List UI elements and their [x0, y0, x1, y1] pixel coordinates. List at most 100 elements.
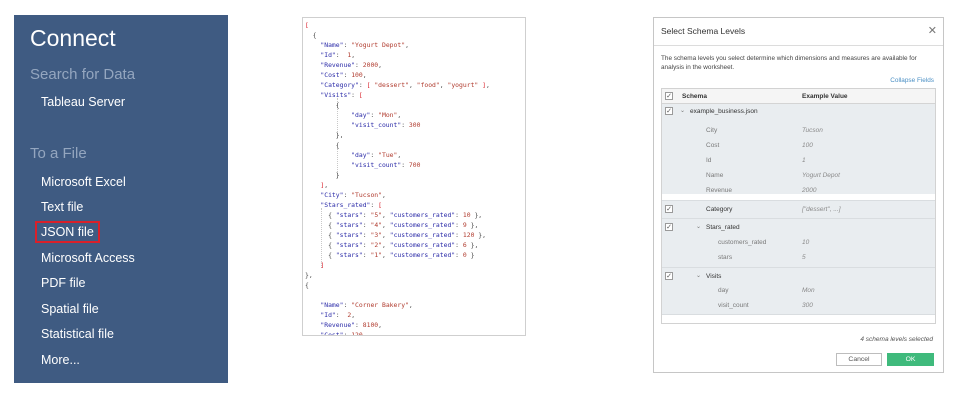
schema-row-stars-rated[interactable]: ✓ ⌄ Stars_rated [662, 219, 935, 267]
code-line: { "stars": "2", "customers_rated": 6 }, [328, 241, 479, 249]
cancel-button[interactable]: Cancel [836, 353, 882, 366]
field-name: City [706, 127, 718, 134]
group-divider [662, 218, 935, 219]
tableau-server-link[interactable]: Tableau Server [41, 95, 126, 109]
spatial-file-link[interactable]: Spatial file [41, 302, 99, 316]
dialog-title: Select Schema Levels [661, 26, 746, 36]
field-example: 100 [802, 142, 813, 149]
search-for-data-heading: Search for Data [30, 66, 136, 83]
field-row-customers-rated: customers_rated 10 [662, 235, 935, 250]
schema-column-header: Schema [682, 93, 707, 100]
field-row-stars: stars 5 [662, 250, 935, 265]
code-line: ], [320, 181, 329, 189]
collapse-fields-link[interactable]: Collapse Fields [890, 77, 934, 84]
group-divider [662, 267, 935, 268]
to-a-file-heading: To a File [30, 145, 87, 162]
code-line: { [335, 141, 340, 149]
schema-row-visits[interactable]: ✓ ⌄ Visits [662, 268, 935, 314]
code-line: { [335, 101, 340, 109]
code-line: "visit_count": 700 [351, 161, 421, 169]
microsoft-access-link[interactable]: Microsoft Access [41, 251, 135, 265]
code-line: "Name": "Yogurt Depot", [320, 41, 409, 49]
dialog-description: The schema levels you select determine w… [661, 55, 917, 71]
chevron-down-icon[interactable]: ⌄ [680, 108, 686, 114]
schema-row-label: example_business.json [690, 108, 758, 115]
schema-grid-header: ✓ Schema Example Value [662, 89, 935, 104]
code-line: }, [305, 271, 313, 279]
json-code-preview: [ { "Name": "Yogurt Depot", "Id": 1, "Re… [302, 17, 526, 336]
connect-panel: Connect Search for Data Tableau Server T… [14, 15, 228, 383]
schema-row-root[interactable]: ✓ ⌄ example_business.json [662, 104, 935, 119]
select-all-checkbox[interactable]: ✓ [665, 92, 673, 100]
example-value-column-header: Example Value [802, 93, 848, 100]
code-line: } [335, 171, 340, 179]
group-divider [662, 200, 935, 201]
close-icon[interactable]: ✕ [927, 25, 937, 37]
field-example: Tucson [802, 127, 823, 134]
schema-row-group-fields [662, 119, 935, 194]
code-line: "Category": [ "dessert", "food", "yogurt… [320, 81, 490, 89]
code-line: }, [335, 131, 344, 139]
schema-grid: ✓ Schema Example Value ✓ ⌄ example_busin… [661, 88, 936, 324]
code-line: "City": "Tucson", [320, 191, 386, 199]
title-divider [654, 45, 943, 46]
field-name: Name [706, 172, 724, 179]
code-line: "visit_count": 300 [351, 121, 421, 129]
field-example: ["dessert", ...] [802, 206, 841, 213]
code-line: { [305, 281, 309, 289]
ok-button[interactable]: OK [887, 353, 934, 366]
code-line: ] [320, 261, 325, 269]
row-checkbox[interactable]: ✓ [665, 272, 673, 280]
schema-row-label: Visits [706, 273, 722, 280]
chevron-down-icon[interactable]: ⌄ [696, 224, 702, 230]
selection-status: 4 schema levels selected [860, 336, 933, 343]
field-row-city: City Tucson [662, 123, 935, 138]
statistical-file-link[interactable]: Statistical file [41, 327, 114, 341]
code-line: { [312, 31, 317, 39]
field-row-day: day Mon [662, 283, 935, 298]
schema-row-category[interactable]: ✓ Category ["dessert", ...] [662, 201, 935, 218]
schema-row-label: Stars_rated [706, 224, 740, 231]
row-checkbox[interactable]: ✓ [665, 107, 673, 115]
field-example: Mon [802, 287, 815, 294]
text-file-link[interactable]: Text file [41, 200, 84, 214]
microsoft-excel-link[interactable]: Microsoft Excel [41, 175, 126, 189]
code-line: "day": "Mon", [351, 111, 402, 119]
field-row-cost: Cost 100 [662, 138, 935, 153]
field-name: Cost [706, 142, 720, 149]
code-line: "Id": 1, [320, 51, 356, 59]
pdf-file-link[interactable]: PDF file [41, 276, 86, 290]
code-line: { "stars": "4", "customers_rated": 9 }, [328, 221, 479, 229]
connect-title: Connect [30, 25, 116, 51]
code-line: [ [305, 21, 309, 29]
code-line: "Revenue": 2000, [320, 61, 382, 69]
code-line: "Name": "Corner Bakery", [320, 301, 413, 309]
code-line: "day": "Tue", [351, 151, 402, 159]
schema-row-label: Category [706, 206, 733, 213]
field-row-name: Name Yogurt Depot [662, 168, 935, 183]
code-line: "Stars_rated": [ [320, 201, 382, 209]
field-name: day [718, 287, 729, 294]
field-row-visit-count: visit_count 300 [662, 298, 935, 313]
field-example: 5 [802, 254, 806, 261]
code-line: "Cost": 120, [320, 331, 367, 336]
field-row-id: Id 1 [662, 153, 935, 168]
field-name: Revenue [706, 187, 733, 194]
code-line: "Revenue": 8100, [320, 321, 382, 329]
code-line: "Id": 2, [320, 311, 356, 319]
json-file-link[interactable]: JSON file [35, 221, 100, 243]
code-line: { "stars": "1", "customers_rated": 0 } [328, 251, 475, 259]
field-name: stars [718, 254, 733, 261]
field-example: 2000 [802, 187, 817, 194]
code-line: { "stars": "3", "customers_rated": 120 }… [328, 231, 486, 239]
more-link[interactable]: More... [41, 353, 80, 367]
field-name: Id [706, 157, 712, 164]
select-schema-levels-dialog: Select Schema Levels ✕ The schema levels… [653, 17, 944, 373]
row-checkbox[interactable]: ✓ [665, 205, 673, 213]
row-checkbox[interactable]: ✓ [665, 223, 673, 231]
chevron-down-icon[interactable]: ⌄ [696, 273, 702, 279]
group-divider [662, 314, 935, 315]
code-line: "Visits": [ [320, 91, 363, 99]
field-name: customers_rated [718, 239, 767, 246]
field-row-revenue: Revenue 2000 [662, 183, 935, 198]
